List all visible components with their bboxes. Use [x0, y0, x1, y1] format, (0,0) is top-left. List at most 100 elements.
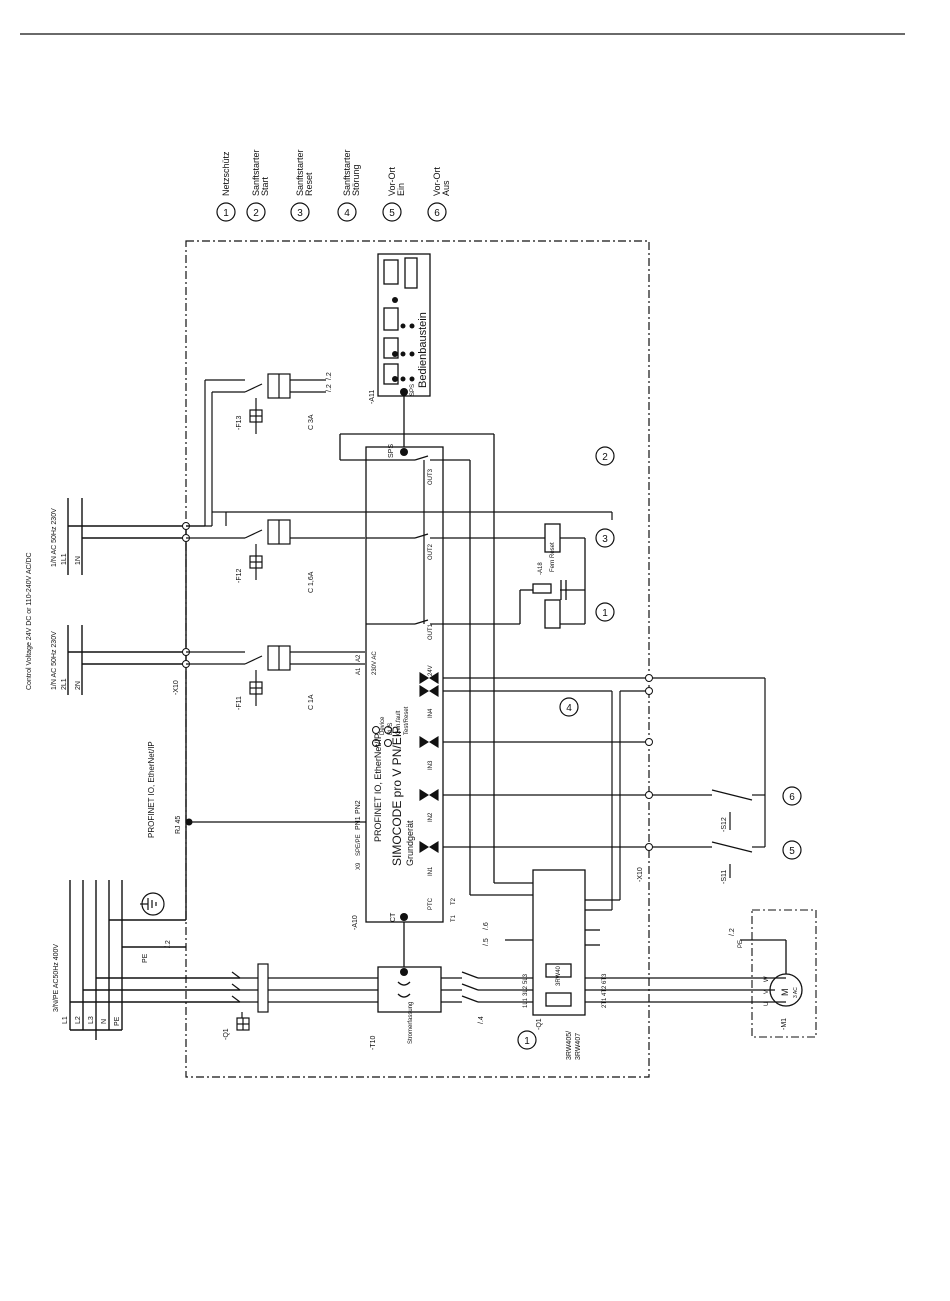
legend-circle	[337, 202, 357, 222]
svg-text:1: 1	[524, 1036, 530, 1047]
operator-panel-title: Bedienbaustein	[417, 312, 429, 388]
term-u: U	[764, 1002, 770, 1006]
legend-label: Sanftstarter	[342, 149, 352, 196]
input-optocoupler	[419, 841, 439, 853]
supply-1l1-label: 1L1	[61, 553, 68, 565]
svg-text:6: 6	[789, 792, 795, 803]
callout-3: 3	[595, 528, 615, 548]
callout-4: 4	[559, 697, 579, 717]
s11-label: -S11	[721, 870, 728, 884]
simocode-sps: SPS	[388, 444, 395, 458]
legend-label: Netzschütz	[221, 151, 231, 196]
simocode-24v: 24V	[428, 665, 434, 676]
simocode-in4: IN4	[428, 708, 434, 718]
s12-label: -S12	[721, 817, 728, 832]
motor-pe-label: PE	[738, 940, 744, 948]
term-v: V	[764, 990, 770, 994]
led-genfault-label: Gen.fault	[396, 710, 402, 735]
f13-rating: C 3A	[308, 414, 315, 430]
a10-label: -A10	[352, 915, 359, 930]
supply-1n-a-label: 1/N AC 50Hz 230V	[51, 508, 58, 567]
svg-text:3: 3	[602, 534, 608, 545]
ref-page-4: /.4	[478, 1016, 485, 1024]
legend-circle	[382, 202, 402, 222]
phase-l3-label: L3	[88, 1016, 95, 1024]
ref-page-5: /.5	[483, 938, 490, 946]
led-test-label: Test/Reset	[404, 706, 410, 735]
simocode-subtitle: Grundgerät	[405, 820, 415, 866]
f11-label: -F11	[236, 696, 243, 710]
simocode-ct: CT	[390, 912, 397, 922]
a10-ct-connector	[400, 913, 408, 921]
legend-label: Aus	[441, 180, 451, 196]
phase-l2-label: L2	[75, 1016, 82, 1024]
legend-label: Vor-Ort	[432, 166, 442, 196]
simocode-pn2: PN2	[355, 800, 362, 814]
motor-m1	[740, 939, 803, 1007]
input-optocoupler	[419, 736, 439, 748]
term-1l1: 1L1	[523, 997, 529, 1008]
stromerfassung-label: Stromerfassung	[408, 1002, 414, 1044]
ref-page-2b: /.2	[326, 384, 333, 392]
simocode-230v: 230V AC	[372, 651, 378, 675]
term-w: W	[764, 976, 770, 982]
operator-panel-sps: SPS	[410, 384, 416, 396]
term-4t2: 4T2	[602, 985, 608, 996]
simocode-spe: SPE/PE	[356, 834, 362, 856]
motor-frame	[751, 909, 817, 1038]
svg-text:1: 1	[602, 608, 608, 619]
fern-reset-label: Fern Reset	[550, 542, 556, 572]
f11-rating: C 1A	[308, 694, 315, 710]
softstarter-model-b: 3RW407	[575, 1033, 582, 1060]
simocode-x9: X9	[356, 862, 362, 870]
ref-page-6: /.6	[483, 922, 490, 930]
legend-label: Sanftstarter	[251, 149, 261, 196]
motor-m: M	[780, 989, 790, 997]
supply-1n-b-label: 1/N AC 50Hz 230V	[51, 631, 58, 690]
pe-page-ref: /.2	[165, 940, 172, 948]
legend-label: Ein	[396, 183, 406, 196]
simocode-a2: A2	[356, 654, 362, 662]
simocode-pn1: PN1	[355, 816, 362, 830]
x10-right-terminals	[645, 674, 653, 851]
input-symbols	[419, 672, 439, 853]
legend-label: Vor-Ort	[387, 166, 397, 196]
softstarter-model-a: 3RW405/	[566, 1031, 573, 1060]
softstarter-label: -Q1	[536, 1018, 543, 1030]
simocode-out3: OUT3	[428, 468, 434, 485]
profinet-label: PROFINET IO, EtherNet/IP	[147, 741, 156, 838]
legend-number: 5	[389, 208, 395, 219]
output-contacts	[366, 455, 443, 625]
t10-connector	[400, 968, 408, 976]
simocode-protocol: PROFINET IO, EtherNet/IP	[373, 733, 383, 842]
fuse-breaker	[244, 645, 291, 706]
current-transducer-t10	[377, 922, 442, 1013]
simocode-t2: T2	[451, 897, 457, 905]
callout-6: 6	[782, 786, 802, 806]
control-voltage-label: Control Voltage 24V DC or 110-240V AC/DC	[26, 552, 33, 690]
simocode-ptc: PTC	[428, 897, 434, 910]
q1-main-breaker	[231, 963, 378, 1031]
callout-1: 1	[595, 602, 615, 622]
softstarter-type: 3RW40	[556, 965, 562, 986]
f12-rating: C 1,6A	[308, 571, 315, 593]
simocode-inputs	[443, 677, 766, 911]
a11-label: -A11	[369, 390, 376, 404]
legend-circle	[246, 202, 266, 222]
callout-1: 1	[517, 1030, 537, 1050]
legend-label: Reset	[304, 172, 314, 196]
simocode-t1: T1	[451, 914, 457, 922]
t10-label: -T10	[370, 1036, 377, 1051]
simocode-in2: IN2	[428, 812, 434, 822]
fuse-breaker	[244, 519, 291, 580]
legend-circle	[290, 202, 310, 222]
legend-label: Störung	[351, 164, 361, 196]
legend-label: Sanftstarter	[295, 149, 305, 196]
